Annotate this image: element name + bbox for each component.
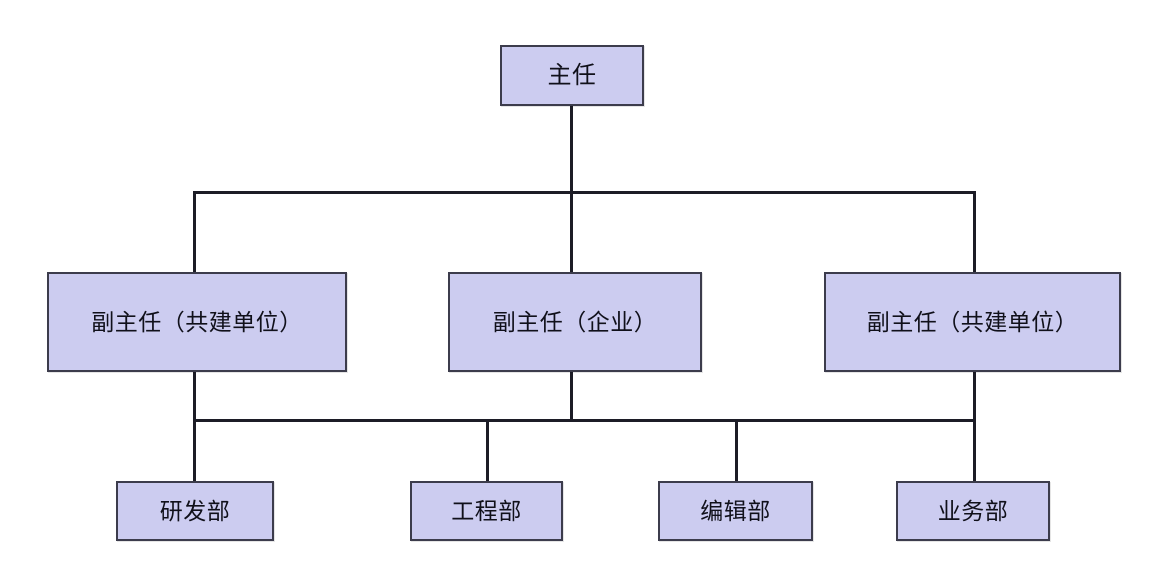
connector-bus-level3 [193, 419, 976, 422]
node-department-editorial-label: 编辑部 [700, 497, 771, 524]
connector-bus-level2 [193, 191, 976, 194]
node-deputy-coconstruction-right-label: 副主任（共建单位） [866, 308, 1079, 335]
node-department-engineering-label: 工程部 [451, 497, 522, 524]
node-deputy-coconstruction-left-label: 副主任（共建单位） [91, 308, 303, 335]
connector-bus-to-dept-biz [973, 419, 976, 482]
node-department-business[interactable]: 业务部 [896, 481, 1050, 541]
connector-bus-to-deputy-mid [570, 191, 573, 273]
connector-deputy-right-to-bus2 [973, 371, 976, 422]
node-department-rd-label: 研发部 [159, 497, 231, 524]
connector-bus-to-deputy-right [973, 191, 976, 273]
connector-bus-to-deputy-left [193, 191, 196, 273]
node-department-business-label: 业务部 [937, 497, 1009, 524]
node-department-engineering[interactable]: 工程部 [410, 481, 563, 541]
node-director[interactable]: 主任 [500, 45, 644, 106]
node-department-rd[interactable]: 研发部 [116, 481, 274, 541]
connector-bus-to-dept-edit [735, 419, 738, 482]
node-department-editorial[interactable]: 编辑部 [658, 481, 813, 541]
connector-root-to-bus [570, 106, 573, 193]
node-deputy-coconstruction-right[interactable]: 副主任（共建单位） [824, 272, 1121, 372]
node-director-label: 主任 [547, 61, 597, 89]
connector-deputy-left-to-bus2 [193, 371, 196, 422]
node-deputy-enterprise-label: 副主任（企业） [492, 308, 658, 335]
node-deputy-coconstruction-left[interactable]: 副主任（共建单位） [47, 272, 347, 372]
connector-bus-to-dept-rd [193, 419, 196, 482]
node-deputy-enterprise[interactable]: 副主任（企业） [448, 272, 702, 372]
connector-bus-to-dept-eng [486, 419, 489, 482]
connector-deputy-mid-to-bus2 [570, 371, 573, 422]
